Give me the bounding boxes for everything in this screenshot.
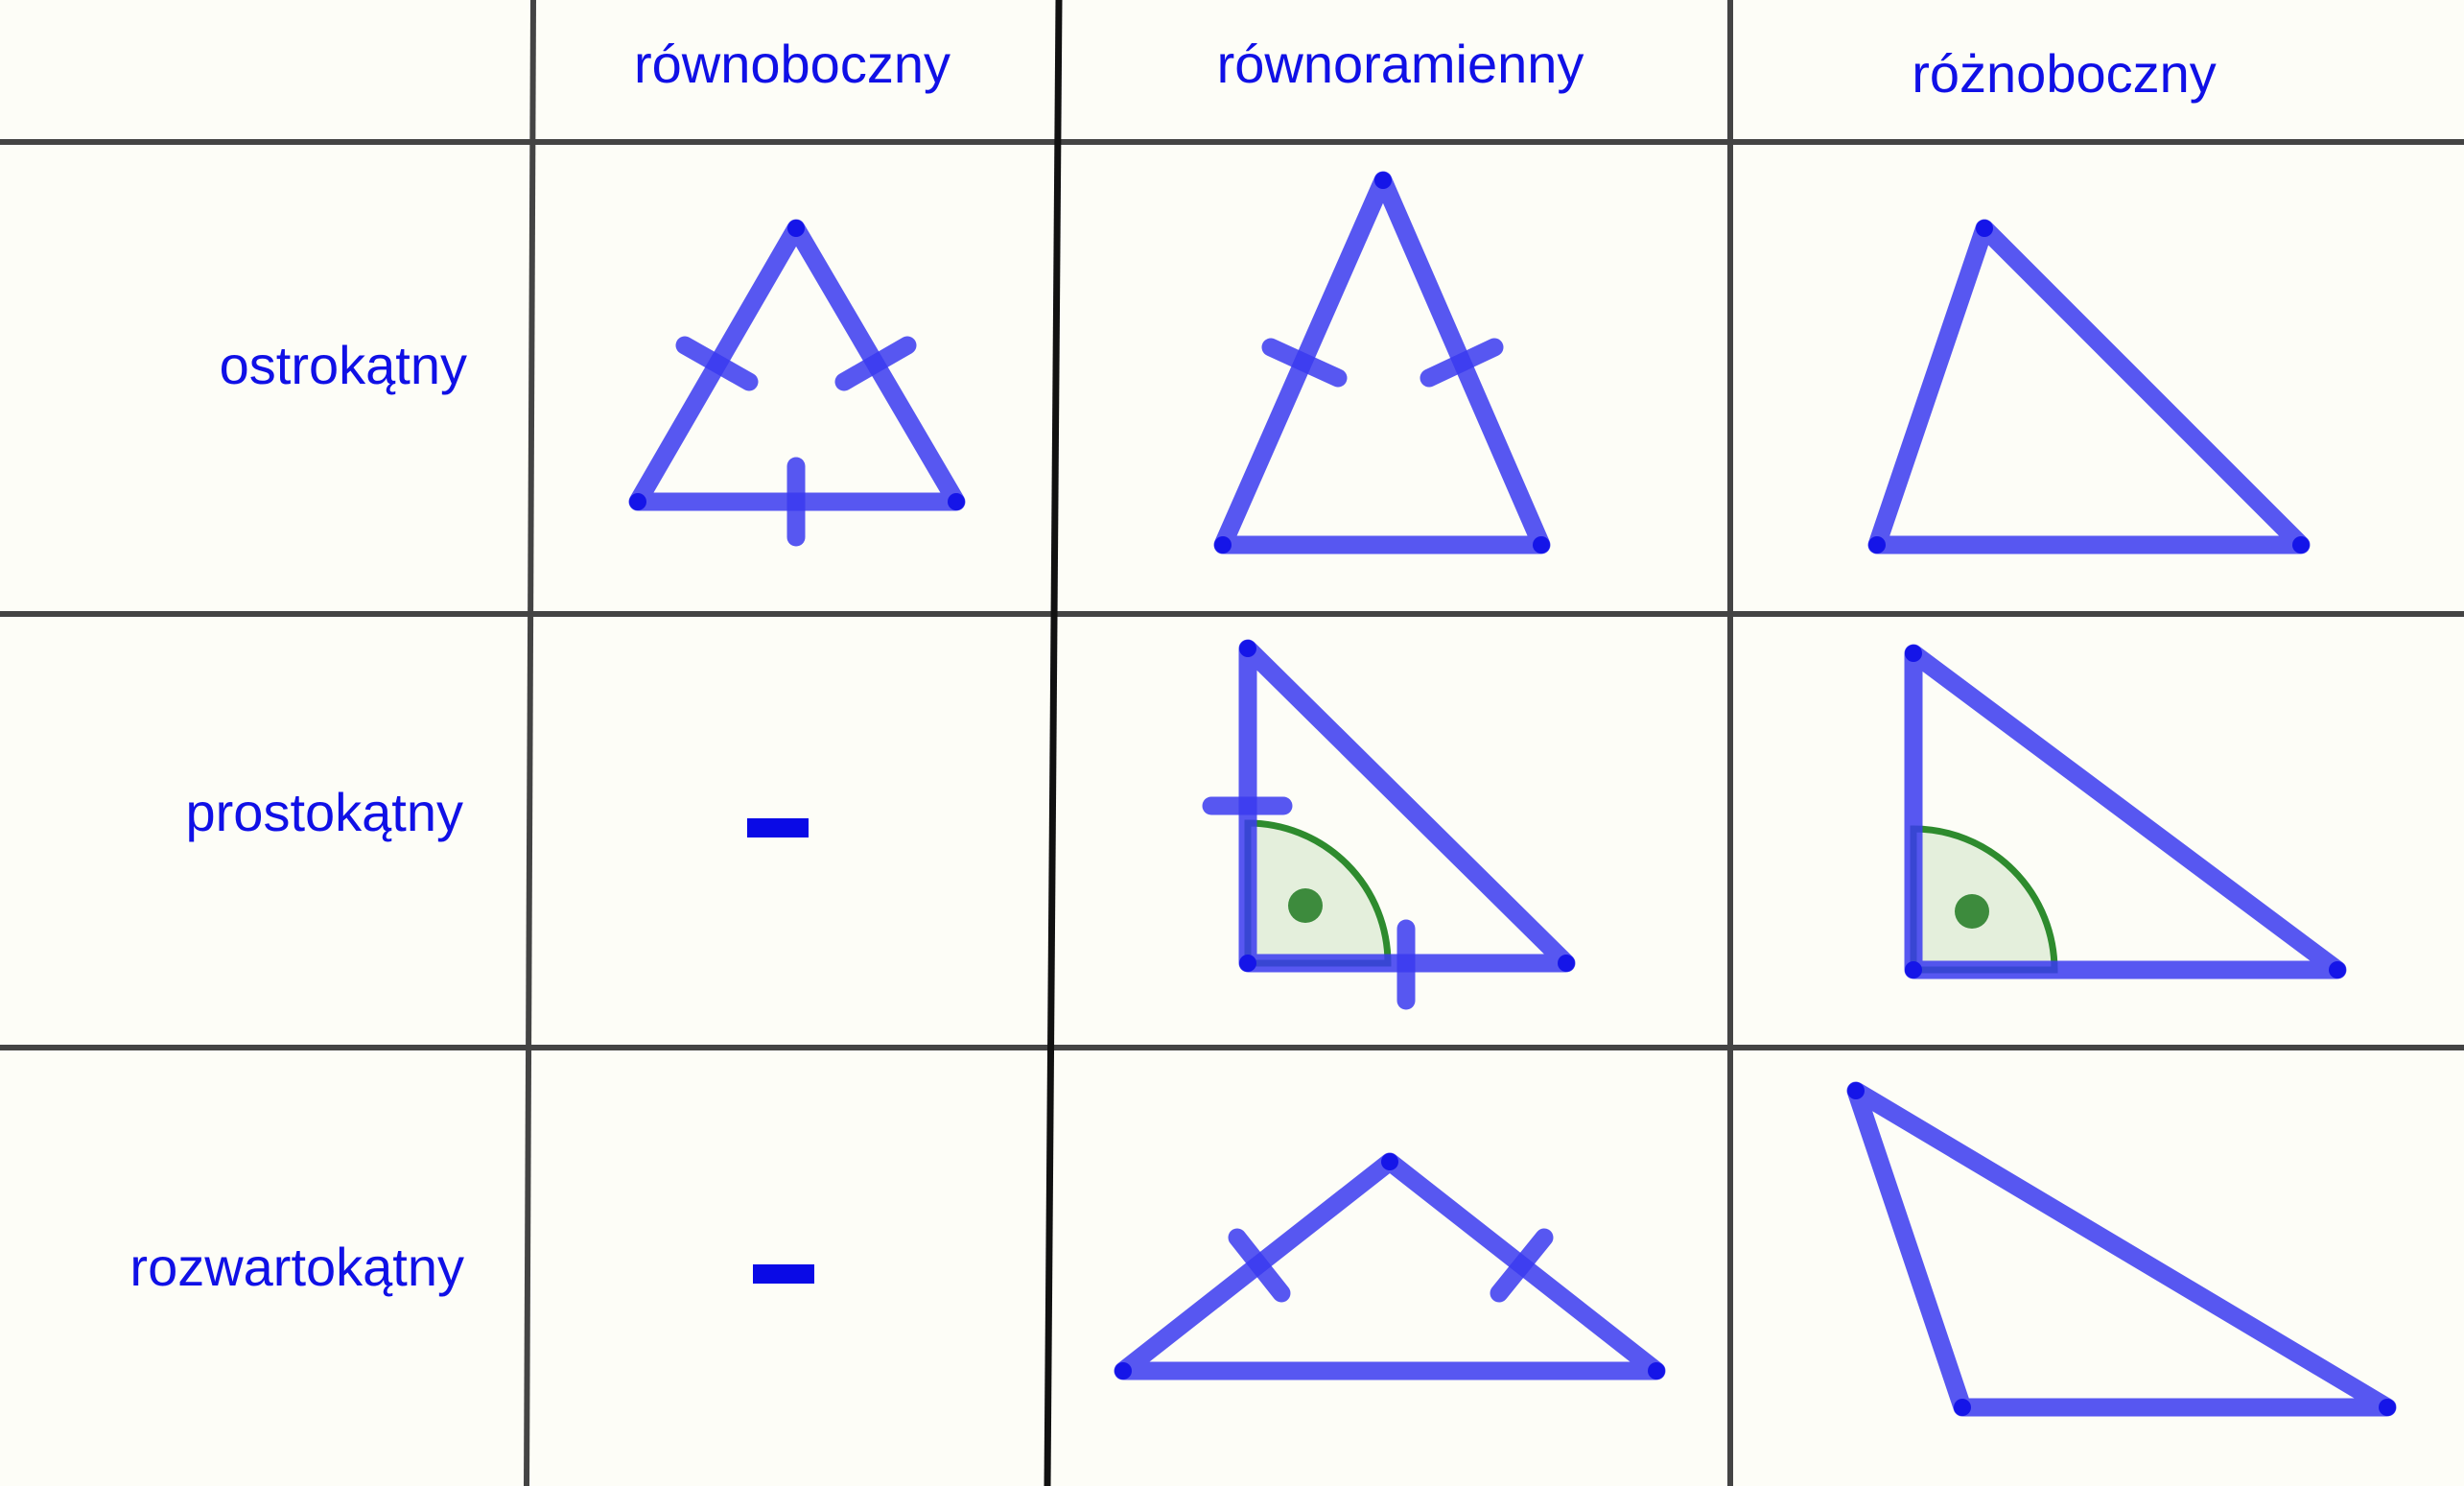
column-header-equilateral: równoboczny	[634, 34, 950, 94]
triangle-acute-isosceles	[1213, 171, 1551, 554]
triangle-right-scalene	[1904, 644, 2347, 979]
triangle-acute-scalene	[1867, 219, 2311, 554]
triangle-obtuse-scalene	[1846, 1081, 2397, 1417]
right-angle-dot	[1288, 888, 1323, 923]
triangle-acute-equilateral	[628, 219, 966, 547]
row-header-obtuse: rozwartokątny	[129, 1237, 464, 1297]
grid-line-col2-right	[1044, 0, 1063, 1486]
empty-cell-equilateral-obtuse	[753, 1264, 814, 1284]
empty-cell-equilateral-right	[747, 818, 809, 837]
row-header-acute: ostrokątny	[220, 335, 467, 395]
column-header-scalene: różnoboczny	[1912, 43, 2217, 104]
right-angle-marker	[1244, 819, 1392, 967]
right-angle-dot	[1955, 894, 1989, 929]
triangle-obtuse-isosceles	[1114, 1152, 1666, 1380]
grid-line-col1-right	[524, 0, 536, 1486]
column-header-isosceles: równoramienny	[1217, 34, 1584, 94]
triangle-right-isosceles	[1202, 639, 1576, 1010]
row-header-right: prostokątny	[186, 782, 464, 842]
